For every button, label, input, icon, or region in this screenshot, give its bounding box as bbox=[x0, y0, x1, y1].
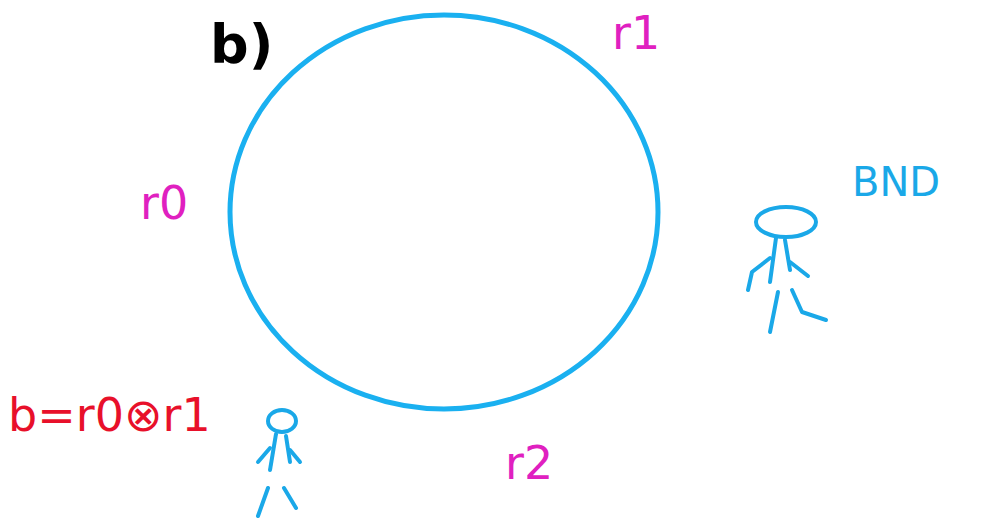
actor-label: BND bbox=[852, 162, 940, 202]
stick-figure bbox=[258, 410, 300, 516]
node-label: r1 bbox=[612, 10, 660, 56]
ring-circle bbox=[230, 15, 658, 409]
stick-figure bbox=[748, 207, 826, 332]
node-label: r2 bbox=[505, 440, 553, 486]
node-label: r0 bbox=[140, 180, 188, 226]
panel-label: b) bbox=[210, 18, 273, 72]
formula-label: b=r0⊗r1 bbox=[8, 392, 211, 438]
